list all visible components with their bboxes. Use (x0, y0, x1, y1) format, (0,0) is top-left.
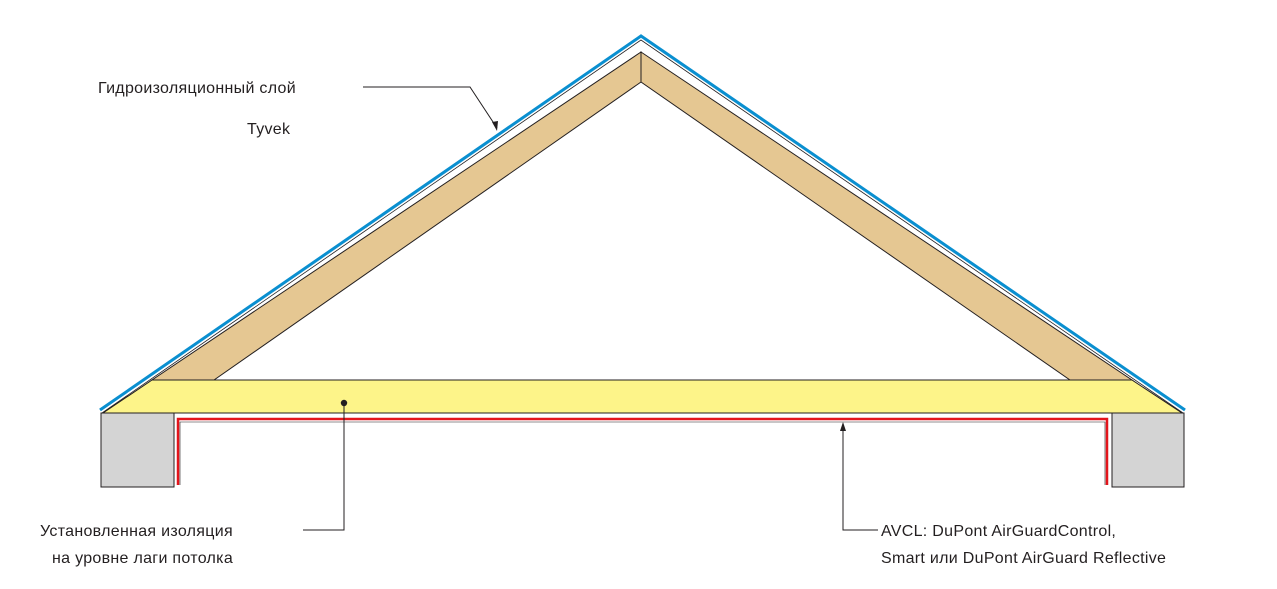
waterproof-membrane-outline (101, 39, 1184, 414)
insulation-leader-line (303, 404, 345, 531)
waterproof-layer-label: Гидроизоляционный слой (98, 80, 296, 97)
left-wall (100, 412, 175, 488)
insulation-label-line1: Установленная изоляция (40, 523, 233, 540)
avcl-label-line2: Smart или DuPont AirGuard Reflective (881, 550, 1166, 567)
insulation-leader-dot (340, 399, 348, 407)
ceiling-insulation (101, 379, 1184, 414)
waterproof-leader-arrow (492, 121, 498, 131)
vapour-control-layer (176, 417, 1109, 485)
avcl-label-line1: AVCL: DuPont AirGuardControl, (881, 523, 1116, 540)
vapour-control-layer-outline (179, 421, 1106, 485)
avcl-leader-arrow (840, 422, 846, 431)
right-wall (1111, 412, 1185, 488)
waterproof-leader-line (363, 86, 498, 129)
waterproof-membrane (99, 34, 1186, 412)
insulation-label-line2: на уровне лаги потолка (52, 550, 233, 567)
waterproof-brand-label: Tyvek (247, 121, 291, 138)
left-rafter (150, 51, 642, 381)
avcl-leader-line (842, 426, 878, 531)
right-rafter (640, 51, 1134, 381)
